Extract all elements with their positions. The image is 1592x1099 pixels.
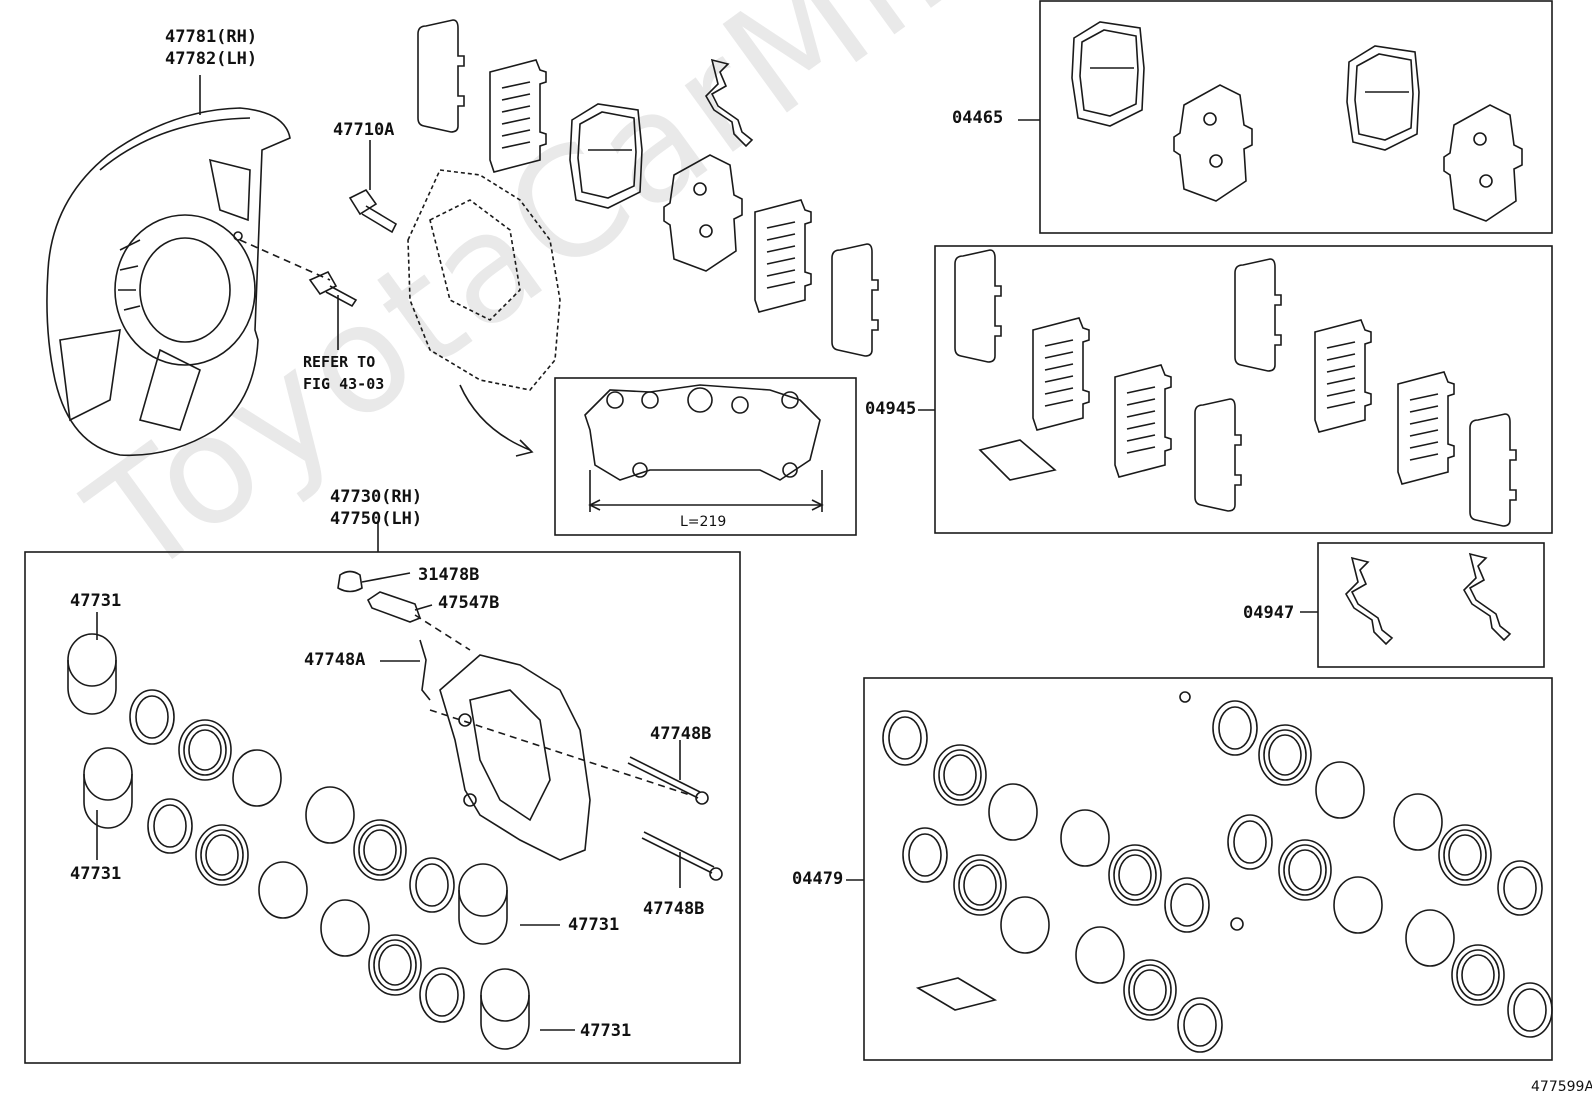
label-bleeder-cap: 31478B — [418, 565, 480, 585]
figure-code: 477599A — [1531, 1079, 1592, 1095]
caliper-assembly-box — [24, 551, 741, 1064]
label-pad-kit: 04465 — [952, 108, 1004, 128]
label-piston-1: 47731 — [70, 591, 122, 611]
label-refer-fig: FIG 43-03 — [303, 375, 385, 393]
shim-kit-box — [934, 245, 1553, 534]
label-dimension: L=219 — [680, 514, 727, 530]
bolt-drawing — [239, 140, 398, 350]
cylinder-kit-box — [863, 677, 1553, 1061]
clip-kit-box — [1317, 542, 1545, 668]
piston-3 — [458, 863, 508, 945]
label-caliper-lh: 47750(LH) — [330, 509, 423, 529]
brake-pad-1 — [569, 103, 643, 209]
inner-shim-2 — [754, 199, 812, 313]
pad-kit-box — [1039, 0, 1553, 234]
dust-cover-drawing — [46, 107, 291, 457]
label-clip-kit: 04947 — [1243, 603, 1295, 623]
label-bolt: 47710A — [333, 120, 395, 140]
caliper-outline-drawing — [407, 169, 561, 391]
anti-squeal-shim-1 — [417, 19, 465, 133]
label-pin-2: 47748B — [643, 899, 705, 919]
pad-clip-1 — [705, 59, 753, 147]
label-refer-to: REFER TO — [303, 353, 376, 371]
label-piston-3: 47731 — [568, 915, 620, 935]
label-clip: 47748A — [304, 650, 366, 670]
piston-1 — [67, 633, 117, 715]
inner-shim-1 — [489, 59, 547, 173]
label-caliper-rh: 47730(RH) — [330, 487, 423, 507]
label-pin-1: 47748B — [650, 724, 712, 744]
label-piston-4: 47731 — [580, 1021, 632, 1041]
label-shim-kit: 04945 — [865, 399, 917, 419]
dimension-box — [554, 377, 857, 536]
label-piston-2: 47731 — [70, 864, 122, 884]
piston-4 — [480, 968, 530, 1050]
caliper-front-view-drawing — [584, 384, 824, 512]
caliper-body-drawing — [439, 654, 591, 861]
piston-2 — [83, 747, 133, 829]
label-bleeder-plug: 47547B — [438, 593, 500, 613]
label-dust-cover-lh: 47782(LH) — [165, 49, 258, 69]
label-dust-cover-rh: 47781(RH) — [165, 27, 258, 47]
anti-squeal-shim-2 — [831, 243, 879, 357]
pad-backplate-1 — [663, 154, 743, 272]
label-cylinder-kit: 04479 — [792, 869, 844, 889]
